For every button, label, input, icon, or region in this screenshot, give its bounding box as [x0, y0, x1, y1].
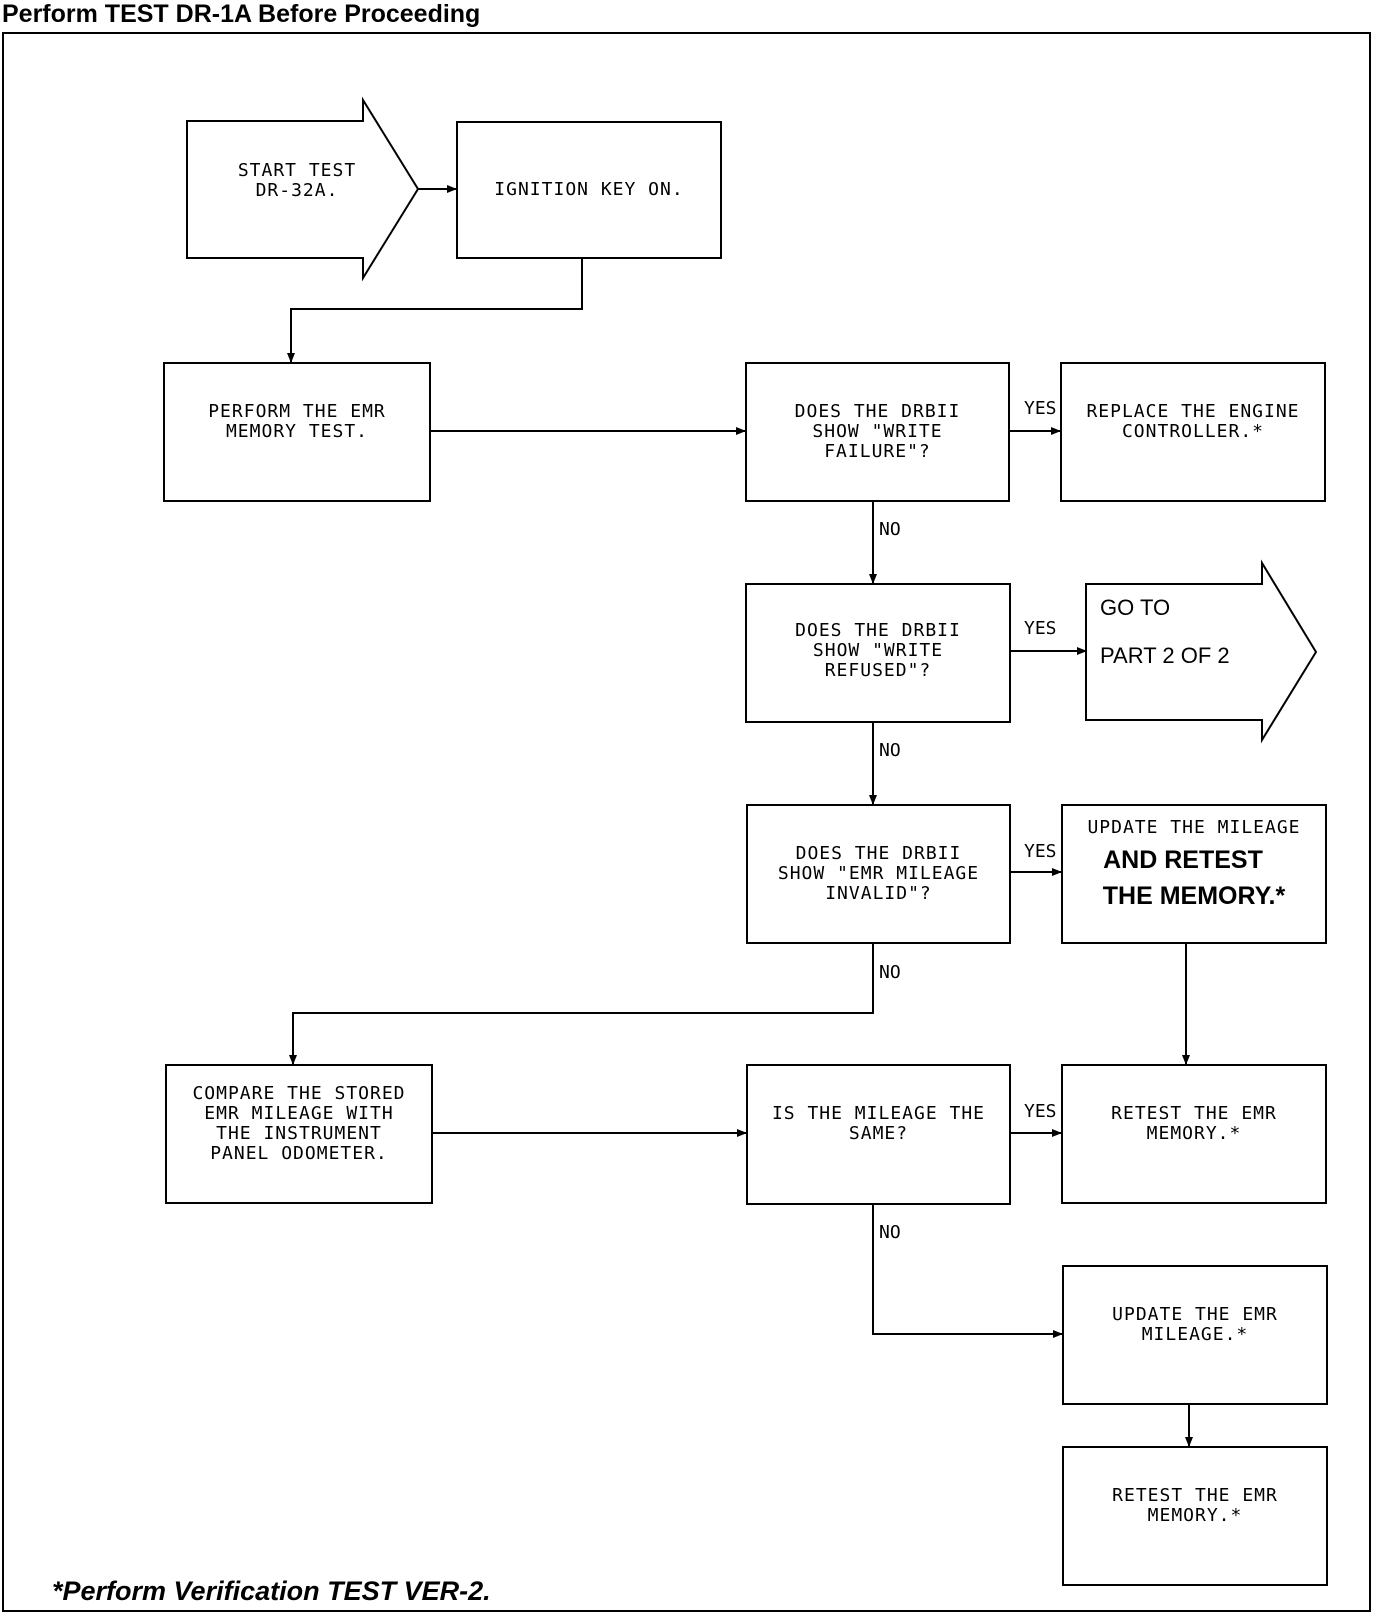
connector-same-to-updateemr	[872, 1205, 1063, 1338]
retest-emr-node-1: RETEST THE EMR MEMORY.*	[1061, 1064, 1327, 1204]
mileage-same-text: IS THE MILEAGE THE SAME?	[771, 1103, 986, 1144]
start-test-node: START TEST DR-32A.	[237, 160, 357, 201]
yes-label-2: YES	[1024, 618, 1057, 639]
no-label-2: NO	[879, 740, 901, 761]
mileage-invalid-decision: DOES THE DRBII SHOW "EMR MILEAGE INVALID…	[746, 804, 1011, 944]
update-mileage-node: UPDATE THE MILEAGE AND RETEST THE MEMORY…	[1061, 804, 1327, 944]
page-title: Perform TEST DR-1A Before Proceeding	[2, 0, 481, 28]
goto-line-2: PART 2 OF 2	[1100, 643, 1230, 668]
retest-emr-text-1: RETEST THE EMR MEMORY.*	[1111, 1103, 1277, 1144]
no-label-3: NO	[879, 962, 901, 983]
compare-mileage-node: COMPARE THE STORED EMR MILEAGE WITH THE …	[165, 1064, 433, 1204]
write-failure-text: DOES THE DRBII SHOW "WRITE FAILURE"?	[794, 401, 961, 462]
write-failure-decision: DOES THE DRBII SHOW "WRITE FAILURE"?	[745, 362, 1010, 502]
perform-emr-test-node: PERFORM THE EMR MEMORY TEST.	[163, 362, 431, 502]
diagram-frame	[2, 32, 1371, 1612]
connector-invalid-to-compare	[289, 944, 874, 1065]
write-refused-decision: DOES THE DRBII SHOW "WRITE REFUSED"?	[745, 583, 1011, 723]
mileage-invalid-text: DOES THE DRBII SHOW "EMR MILEAGE INVALID…	[777, 843, 980, 904]
goto-arrow-shape	[1085, 559, 1318, 744]
yes-label-3: YES	[1024, 841, 1057, 862]
replace-controller-text: REPLACE THE ENGINE CONTROLLER.*	[1086, 401, 1300, 442]
retest-emr-node-2: RETEST THE EMR MEMORY.*	[1062, 1446, 1328, 1586]
replace-controller-node: REPLACE THE ENGINE CONTROLLER.*	[1060, 362, 1326, 502]
retest-emr-text-2: RETEST THE EMR MEMORY.*	[1112, 1485, 1278, 1526]
ignition-key-on-node: IGNITION KEY ON.	[456, 121, 722, 259]
mileage-same-decision: IS THE MILEAGE THE SAME?	[746, 1064, 1011, 1205]
update-mileage-line-3: THE MEMORY.*	[1102, 882, 1286, 910]
write-refused-text: DOES THE DRBII SHOW "WRITE REFUSED"?	[795, 620, 961, 681]
yes-label-4: YES	[1024, 1101, 1057, 1122]
update-emr-mileage-text: UPDATE THE EMR MILEAGE.*	[1112, 1304, 1278, 1345]
no-label-4: NO	[879, 1222, 901, 1243]
perform-emr-test-text: PERFORM THE EMR MEMORY TEST.	[208, 401, 386, 442]
update-emr-mileage-node: UPDATE THE EMR MILEAGE.*	[1062, 1265, 1328, 1405]
ignition-key-on-text: IGNITION KEY ON.	[494, 179, 684, 200]
update-mileage-line-2: AND RETEST	[1103, 846, 1263, 874]
compare-mileage-text: COMPARE THE STORED EMR MILEAGE WITH THE …	[192, 1083, 406, 1164]
yes-label-1: YES	[1024, 398, 1057, 419]
no-label-1: NO	[879, 519, 901, 540]
verification-footnote: *Perform Verification TEST VER-2.	[52, 1576, 491, 1606]
goto-line-1: GO TO	[1100, 595, 1171, 620]
start-arrow-shape	[186, 96, 420, 282]
update-mileage-line-1: UPDATE THE MILEAGE	[1087, 817, 1301, 838]
connector-ignition-to-perform	[287, 259, 583, 363]
